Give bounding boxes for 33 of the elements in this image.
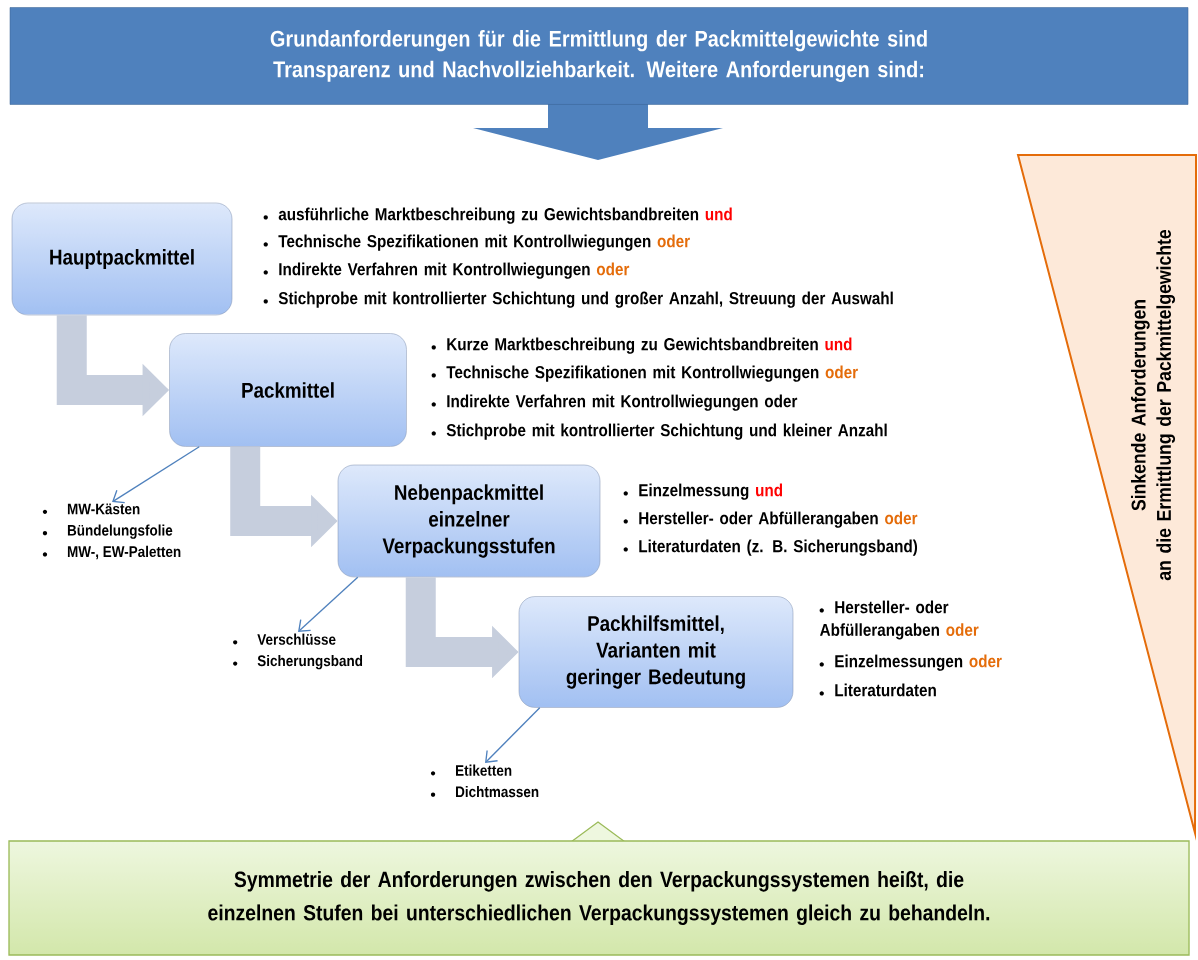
list-item: Einzelmessungen oder (819, 654, 1002, 671)
stage-box: Packmittel (169, 333, 407, 447)
list-item: ausführliche Marktbeschreibung zu Gewichtsbandbreiten und (263, 207, 732, 224)
list-item: Stichprobe mit kontrollierter Schichtung und großer Anzahl, Streuung der Auswahl (263, 291, 893, 308)
node-label: MW-, EW-Paletten (67, 545, 181, 560)
list-item: Einzelmessung und (623, 483, 783, 500)
list-item: Indirekte Verfahren mit Kontrollwiegungen oder (431, 394, 798, 411)
stage-box: Packhilfsmittel, Varianten mit geringer Bedeutung (518, 596, 794, 708)
stage-box: Nebenpackmittel einzelner Verpackungsstufen (337, 464, 601, 578)
node-label: Dichtmassen (456, 785, 539, 798)
list-item: Hersteller- oder Abfüllerangaben oder (819, 600, 979, 640)
list-item: Literaturdaten (z. B. Sicherungsband) (623, 539, 918, 556)
node-label: Bündelungsfolie (67, 524, 173, 539)
node-label: MW-Kästen (67, 503, 140, 515)
list-item: Technische Spezifikationen mit Kontrollwiegungen oder (431, 365, 858, 382)
banner-callout: Grundanforderungen für die Ermittlung der Packmittelgewichte sind Transparenz und Nachvollziehbarkeit. Weitere Anforderungen sind: (9, 7, 1189, 160)
bullet-list: Etiketten Dichtmassen (430, 764, 539, 798)
node-label: Etiketten (456, 764, 512, 776)
node-label: Sicherungsband (257, 654, 363, 670)
bullet-list: MW-Kästen Bündelungsfolie MW-, EW-Paletten (42, 503, 181, 560)
list-item: Literaturdaten (819, 683, 936, 697)
bottom-callout: Symmetrie der Anforderungen zwischen den Verpackungssystemen heißt, die einzelnen Stufen bei unterschiedlichen Verpackungssystemen gleich zu behandeln. (8, 821, 1190, 956)
list-item: Indirekte Verfahren mit Kontrollwiegungen oder (263, 262, 630, 279)
stage-box: Hauptpackmittel (11, 202, 233, 316)
leader-arrow (112, 446, 200, 504)
list-item: Kurze Marktbeschreibung zu Gewichtsbandbreiten und (431, 337, 852, 354)
leader-arrow (298, 576, 359, 632)
bullet-list: Verschlüsse Sicherungsband (233, 633, 363, 670)
list-item: Stichprobe mit kontrollierter Schichtung und kleiner Anzahl (431, 423, 887, 440)
list-item: Hersteller- oder Abfüllerangaben oder (623, 511, 918, 528)
node-label: Verschlüsse (257, 633, 336, 645)
leader-arrow (485, 707, 541, 763)
list-item: Technische Spezifikationen mit Kontrollwiegungen oder (263, 234, 690, 251)
